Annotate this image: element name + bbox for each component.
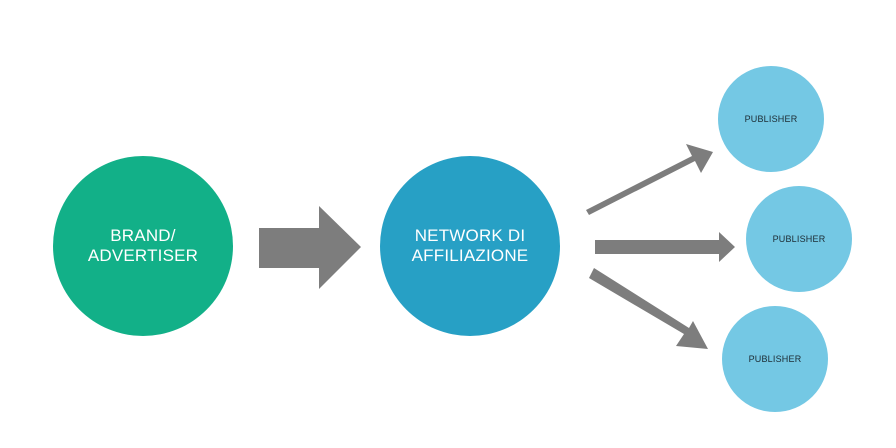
publisher-label-2: PUBLISHER: [772, 234, 826, 244]
arrow-network-to-publisher-2: [595, 232, 735, 262]
brand-advertiser-node: BRAND/ ADVERTISER: [53, 156, 233, 336]
brand-advertiser-label: BRAND/ ADVERTISER: [87, 226, 199, 265]
publisher-label-1: PUBLISHER: [744, 114, 798, 124]
arrow-network-to-publisher-3: [589, 268, 708, 349]
publisher-node-2: PUBLISHER: [746, 186, 852, 292]
publisher-node-3: PUBLISHER: [722, 306, 828, 412]
publisher-node-1: PUBLISHER: [718, 66, 824, 172]
affiliate-network-label: NETWORK DI AFFILIAZIONE: [411, 226, 529, 265]
affiliate-network-node: NETWORK DI AFFILIAZIONE: [380, 156, 560, 336]
arrow-brand-to-network: [259, 206, 361, 289]
publisher-label-3: PUBLISHER: [748, 354, 802, 364]
arrow-network-to-publisher-1: [586, 144, 713, 215]
